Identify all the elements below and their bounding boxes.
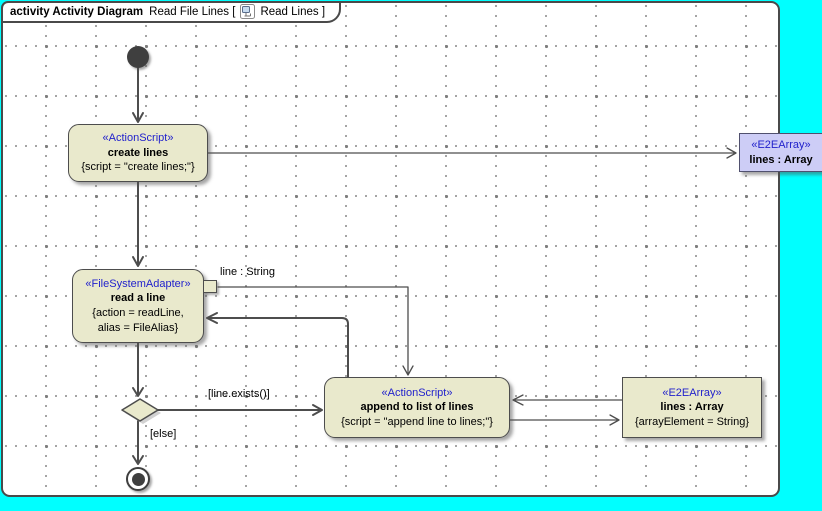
stereotype-label: «E2EArray» (662, 386, 722, 399)
stereotype-label: «FileSystemAdapter» (85, 277, 191, 290)
output-pin-label[interactable]: line : String (220, 266, 276, 278)
action-append-to-list-of-lines[interactable]: «ActionScript» append to list of lines {… (324, 377, 510, 438)
control-flow-append-to-read-loop[interactable] (206, 312, 349, 378)
object-flow-append-to-array[interactable] (509, 414, 620, 426)
decision-diamond[interactable] (121, 398, 161, 424)
activity-final-inner-dot (131, 472, 145, 486)
control-flow-decision-to-append[interactable] (157, 404, 323, 416)
object-flow-array-to-append[interactable] (512, 394, 623, 406)
control-flow-create-to-read[interactable] (132, 181, 144, 267)
diagram-name: Read File Lines [ (149, 5, 236, 18)
action-name: append to list of lines (360, 401, 474, 414)
action-create-lines[interactable]: «ActionScript» create lines {script = "c… (68, 124, 208, 182)
object-flow-create-to-array[interactable] (207, 147, 737, 159)
output-pin[interactable] (203, 280, 217, 293)
action-properties: {script = "create lines;"} (81, 161, 195, 174)
initial-node[interactable] (127, 46, 149, 68)
action-name: read a line (110, 292, 166, 305)
object-flow-pin-to-append[interactable] (217, 286, 414, 376)
diagram-header-tab[interactable]: activity Activity Diagram Read File Line… (1, 1, 342, 23)
object-properties: {arrayElement = String} (634, 415, 750, 428)
guard-label-else[interactable]: [else] (150, 428, 177, 440)
object-node-lines-array-bottom[interactable]: «E2EArray» lines : Array {arrayElement =… (622, 377, 762, 438)
action-name: create lines (107, 146, 169, 159)
control-flow-decision-to-final[interactable] (132, 420, 144, 465)
stereotype-label: «ActionScript» (102, 132, 174, 145)
control-flow-read-to-decision[interactable] (132, 342, 144, 397)
activity-diagram-icon (240, 4, 256, 19)
action-properties: {script = "append line to lines;"} (341, 415, 493, 428)
stereotype-label: «E2EArray» (751, 138, 811, 151)
guard-label-line-exists[interactable]: [line.exists()] (208, 388, 270, 400)
diagram-reference: Read Lines ] (260, 5, 326, 18)
action-properties: {action = readLine, alias = FileAlias} (92, 307, 184, 334)
action-read-a-line[interactable]: «FileSystemAdapter» read a line {action … (72, 269, 204, 343)
object-node-lines-array-top[interactable]: «E2EArray» lines : Array (739, 133, 822, 172)
activity-final-node[interactable] (126, 467, 150, 491)
control-flow-initial-to-create[interactable] (132, 67, 144, 123)
object-name: lines : Array (660, 401, 724, 414)
object-name: lines : Array (749, 153, 813, 166)
stereotype-label: «ActionScript» (381, 386, 453, 399)
diagram-kind-label: activity Activity Diagram (10, 5, 144, 18)
